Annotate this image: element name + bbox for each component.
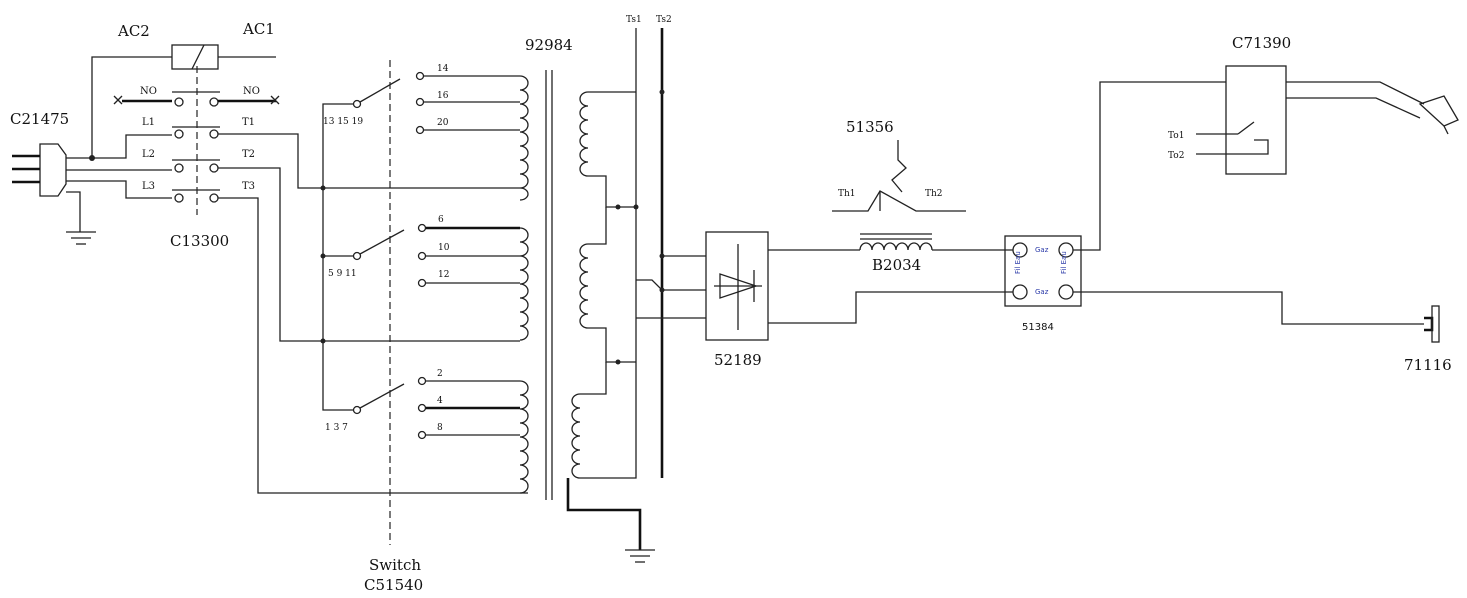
l1-label: L1 [142,117,155,128]
t2-label: T2 [242,149,255,160]
t3-label: T3 [242,181,255,192]
rectifier-label: 52189 [714,351,762,369]
plug-label: C21475 [10,110,69,128]
tap-10-label: 10 [438,243,450,253]
tap-switch: 13 15 19 14 16 20 5 9 11 6 10 12 1 3 7 2… [320,60,450,594]
gas-valve-block: Gaz Gaz Fil Eau Fil Eau 51384 [1004,235,1082,333]
gas-block-label: 51384 [1022,322,1054,333]
t1-label: T1 [242,117,255,128]
th2-label: Th2 [925,189,943,199]
tap-4-label: 4 [437,396,443,406]
to1-label: To1 [1168,131,1184,141]
gas-side-label-1: Fil Eau [1014,251,1022,274]
contactor-coil: AC2 AC1 [91,20,276,158]
torch: C71390 To1 To2 [1073,34,1459,251]
choke-label: B2034 [872,256,921,274]
switch-mid-common: 5 9 11 [328,269,357,279]
tap-8-label: 8 [437,423,443,433]
to2-label: To2 [1168,151,1184,161]
tap-16-label: 16 [437,91,449,101]
tap-12-label: 12 [438,270,449,280]
transformer: 92984 Ts1 Ts2 [323,15,706,563]
tap-6-label: 6 [438,215,444,225]
plug-earth [66,191,96,245]
tap-2-label: 2 [437,369,443,379]
torch-switch-label: C71390 [1232,34,1291,52]
clamp-label: 71116 [1404,356,1452,374]
gas-label-1: Gaz [1035,246,1049,254]
th1-label: Th1 [838,189,856,199]
transformer-label: 92984 [525,36,573,54]
tap-14-label: 14 [437,64,449,74]
no-label-right: NO [243,86,260,97]
switch-top-common: 13 15 19 [323,117,363,127]
choke: B2034 [859,233,1014,274]
switch-bot-common: 1 3 7 [325,423,348,433]
l2-label: L2 [142,149,155,160]
mains-plug: C21475 [10,110,69,197]
gas-side-label-2: Fil Eau [1060,251,1068,274]
rectifier: 52189 [705,231,769,369]
contactor-label: C13300 [170,232,229,250]
thermostat-label: 51356 [846,118,894,136]
work-clamp: 71116 [1073,291,1452,374]
tap-20-label: 20 [437,118,449,128]
gas-label-2: Gaz [1035,288,1049,296]
coil-label-ac1: AC1 [242,20,275,38]
ts2-label: Ts2 [656,15,672,25]
no-label-left: NO [140,86,157,97]
coil-label-ac2: AC2 [117,22,150,40]
l3-label: L3 [142,181,155,192]
switch-code: C51540 [364,576,423,594]
ts1-label: Ts1 [626,15,642,25]
thermostat: 51356 Th1 Th2 [832,118,966,212]
contactor: NO NO L1 T1 L2 T2 L3 T3 C13300 [113,66,280,250]
switch-title: Switch [369,556,421,574]
